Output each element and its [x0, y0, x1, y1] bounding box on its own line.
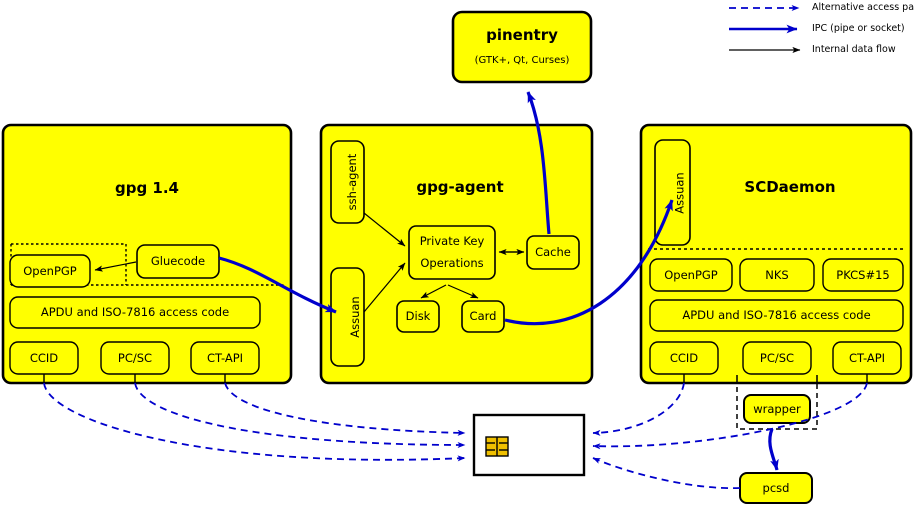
box-gpg-gluecode[interactable]: [136, 244, 220, 279]
ipc-flows: [218, 91, 779, 471]
alt-gpg-pcsc-to-card: [134, 382, 466, 448]
driver-ticks: [43, 374, 868, 383]
box-gpg-ctapi[interactable]: [190, 341, 260, 375]
alt-gpg-ctapi-to-card: [224, 382, 466, 436]
box-wrapper[interactable]: [743, 394, 811, 424]
box-gpg-ccid[interactable]: [9, 341, 79, 375]
box-gpg-apdu[interactable]: [9, 296, 261, 329]
ipc-agent-to-scdaemon: [504, 199, 674, 326]
box-scd-apdu[interactable]: [649, 299, 904, 332]
arrow-pkop-to-card: [447, 284, 479, 299]
alt-scd-ccid-to-card: [592, 382, 685, 436]
ipc-gpg-to-agent: [218, 256, 337, 314]
agent-internal-flows: [363, 212, 525, 313]
box-scd-ccid[interactable]: [649, 341, 719, 375]
box-agent-card[interactable]: [461, 300, 505, 333]
box-agent-cache[interactable]: [526, 235, 580, 270]
box-pcsd[interactable]: [739, 472, 813, 504]
alt-pcsd-to-card: [592, 457, 741, 490]
alt-scd-ctapi-to-card: [592, 382, 868, 450]
wrapper-region: [736, 382, 818, 430]
alternative-access-paths: [43, 382, 868, 490]
box-scd-openpgp[interactable]: [649, 258, 733, 292]
arrow-gluecode-to-openpgp: [94, 261, 137, 272]
box-scd-pcsc[interactable]: [742, 341, 812, 375]
ipc-agent-to-pinentry: [526, 91, 551, 235]
box-agent-private-key-operations[interactable]: [408, 225, 496, 280]
box-agent-assuan[interactable]: [330, 267, 365, 367]
box-scd-ctapi[interactable]: [832, 341, 902, 375]
ipc-wrapper-to-pcsd: [768, 428, 779, 471]
box-agent-disk[interactable]: [396, 300, 440, 333]
alt-gpg-ccid-to-card: [43, 382, 466, 462]
arrow-ssh-to-pkop: [363, 212, 406, 247]
arrow-assuan-to-pkop: [363, 262, 406, 313]
box-pinentry[interactable]: [451, 10, 593, 84]
legend: [729, 5, 801, 54]
box-agent-ssh-agent[interactable]: [330, 140, 365, 224]
box-gpg-pcsc[interactable]: [100, 341, 170, 375]
box-scd-pkcs15[interactable]: [822, 258, 904, 292]
box-gpg-openpgp[interactable]: [9, 254, 91, 288]
box-scd-nks[interactable]: [739, 258, 815, 292]
chip-icon: [485, 436, 509, 457]
arrow-pkop-to-disk: [420, 284, 447, 299]
